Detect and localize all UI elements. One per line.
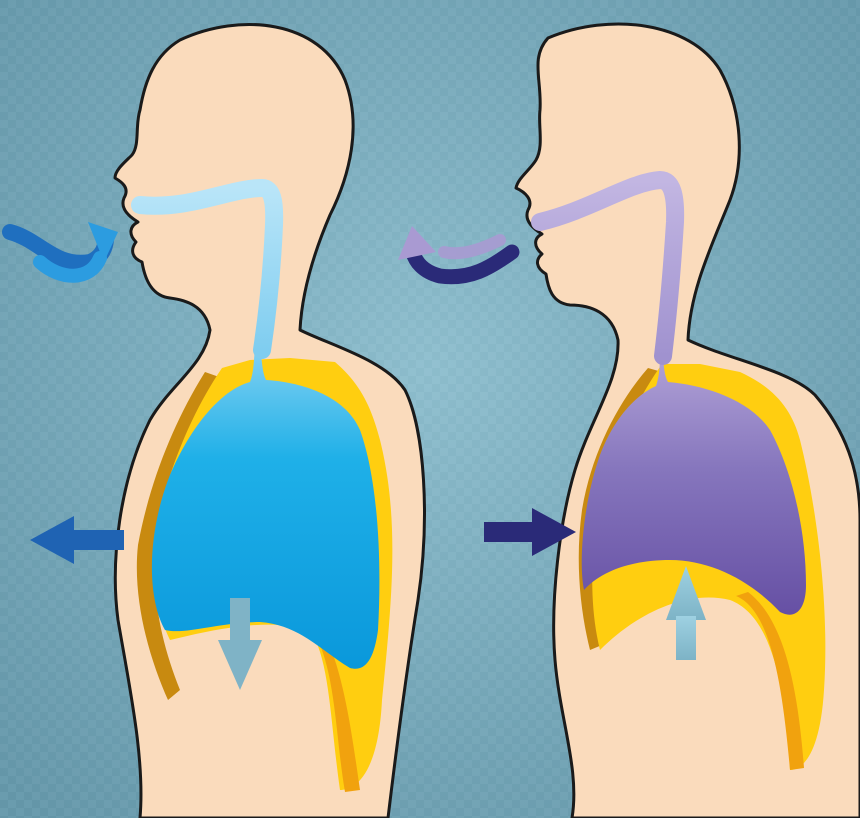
breathing-diagram — [0, 0, 860, 818]
diagram-canvas — [0, 0, 860, 818]
